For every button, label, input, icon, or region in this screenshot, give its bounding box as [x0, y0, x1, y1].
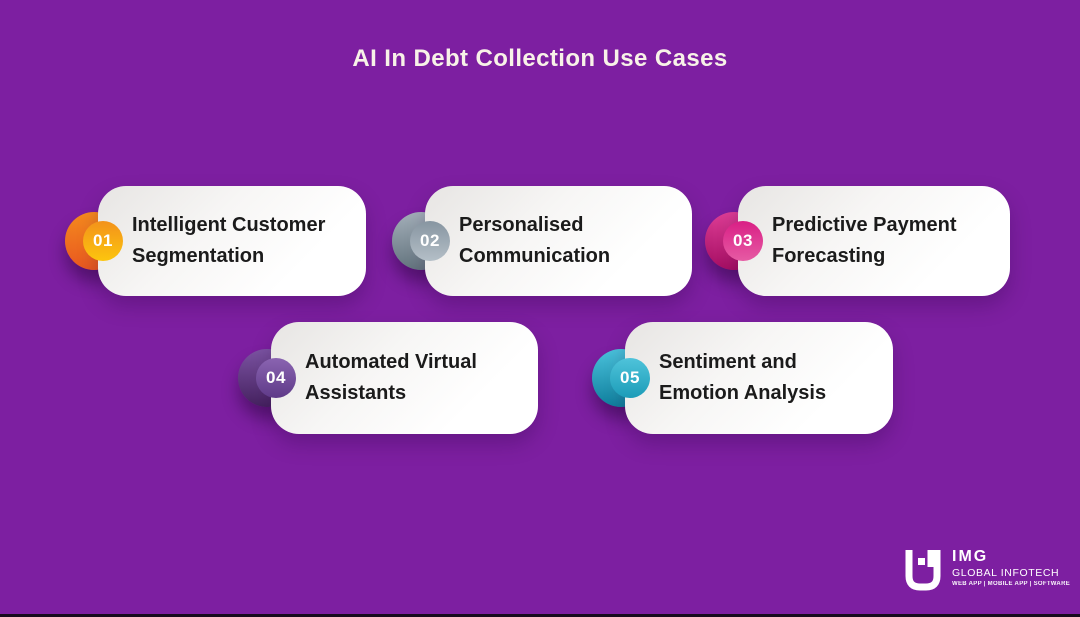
logo-text-block: IMG GLOBAL INFOTECH WEB APP | MOBILE APP… — [952, 548, 1070, 589]
logo-subtitle: GLOBAL INFOTECH — [952, 567, 1060, 579]
badge-number-circle: 05 — [610, 358, 650, 398]
card-background — [738, 186, 1010, 296]
card-title-line: Personalised — [459, 214, 584, 236]
img-global-infotech-logo: IMG GLOBAL INFOTECH WEB APP | MOBILE APP… — [903, 548, 1070, 592]
usecase-card-3: 03 Predictive Payment Forecasting — [705, 186, 1010, 296]
badge-number: 02 — [420, 231, 440, 250]
card-background — [425, 186, 692, 296]
card-title: Intelligent Customer Segmentation — [98, 186, 366, 296]
card-title-line: Intelligent Customer — [132, 214, 326, 236]
img-logo-icon — [905, 550, 941, 591]
card-title-line: Predictive Payment — [772, 214, 957, 236]
usecase-card-4: 04 Automated Virtual Assistants — [238, 322, 538, 434]
card-title-line: Communication — [459, 245, 611, 267]
badge-number-circle: 02 — [410, 221, 450, 261]
page-title: AI In Debt Collection Use Cases — [352, 45, 728, 72]
card-title: Sentiment and Emotion Analysis — [625, 322, 893, 434]
card-title: Automated Virtual Assistants — [271, 322, 538, 434]
usecase-card-5: 05 Sentiment and Emotion Analysis — [592, 322, 893, 434]
card-title-line: Automated Virtual — [305, 351, 477, 373]
badge-number-circle: 01 — [83, 221, 123, 261]
card-title-line: Forecasting — [772, 245, 886, 267]
badge-number: 01 — [93, 231, 113, 250]
card-title-line: Assistants — [305, 382, 407, 404]
logo-name: IMG — [952, 548, 989, 565]
badge-number: 04 — [266, 368, 286, 387]
card-title-line: Segmentation — [132, 245, 265, 267]
bottom-edge-line — [0, 614, 1080, 617]
usecase-card-1: 01 Intelligent Customer Segmentation — [65, 186, 366, 296]
card-background — [625, 322, 893, 434]
badge-number: 03 — [733, 231, 753, 250]
badge-number: 05 — [620, 368, 640, 387]
card-title-line: Sentiment and — [659, 351, 797, 373]
card-title: Predictive Payment Forecasting — [738, 186, 1010, 296]
card-background — [271, 322, 538, 434]
logo-tagline: WEB APP | MOBILE APP | SOFTWARE — [952, 581, 1070, 587]
usecase-card-2: 02 Personalised Communication — [392, 186, 692, 296]
card-title-line: Emotion Analysis — [659, 382, 827, 404]
badge-number-circle: 03 — [723, 221, 763, 261]
card-title: Personalised Communication — [425, 186, 692, 296]
badge-number-circle: 04 — [256, 358, 296, 398]
card-background — [98, 186, 366, 296]
